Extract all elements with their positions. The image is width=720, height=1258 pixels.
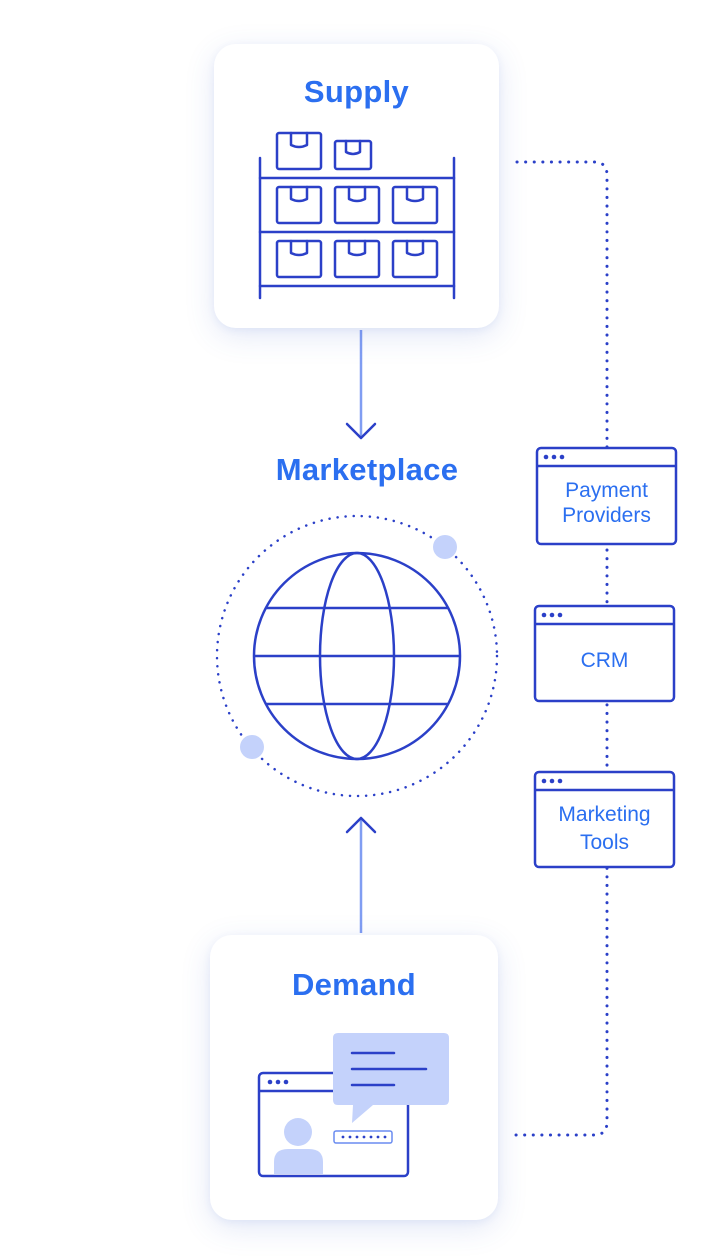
crm-label: CRM: [580, 649, 629, 672]
orbit-dot-top: [433, 535, 457, 559]
payment-label-line2: Providers: [562, 504, 651, 527]
globe-icon: [215, 514, 499, 798]
customer-chat-icon: [257, 1033, 449, 1178]
crm-label-box: CRM: [535, 648, 674, 678]
demand-card: Demand: [210, 935, 498, 1220]
marketing-label-line2: Tools: [579, 831, 630, 854]
payment-providers-label: Payment Providers: [537, 478, 676, 538]
supply-title: Supply: [303, 74, 410, 109]
supply-to-marketplace-arrow: [345, 330, 377, 440]
supply-card: Supply: [214, 44, 499, 328]
marketplace-title: Marketplace: [275, 452, 459, 487]
payment-label-line1: Payment: [565, 479, 648, 502]
orbit-ring: [215, 514, 499, 798]
user-avatar-icon: [274, 1118, 323, 1174]
warehouse-shelves-icon: [258, 131, 456, 300]
marketing-tools-label: Marketing Tools: [535, 802, 674, 862]
chat-bubble-icon: [333, 1033, 449, 1123]
marketing-tools-window: [533, 770, 676, 869]
marketing-label-line1: Marketing: [558, 803, 651, 826]
password-field-icon: [333, 1130, 393, 1144]
payment-providers-window: [535, 446, 678, 546]
demand-title: Demand: [291, 967, 417, 1002]
crm-window: [533, 604, 676, 703]
orbit-dot-bottom: [240, 735, 264, 759]
demand-to-marketplace-arrow: [345, 816, 377, 933]
